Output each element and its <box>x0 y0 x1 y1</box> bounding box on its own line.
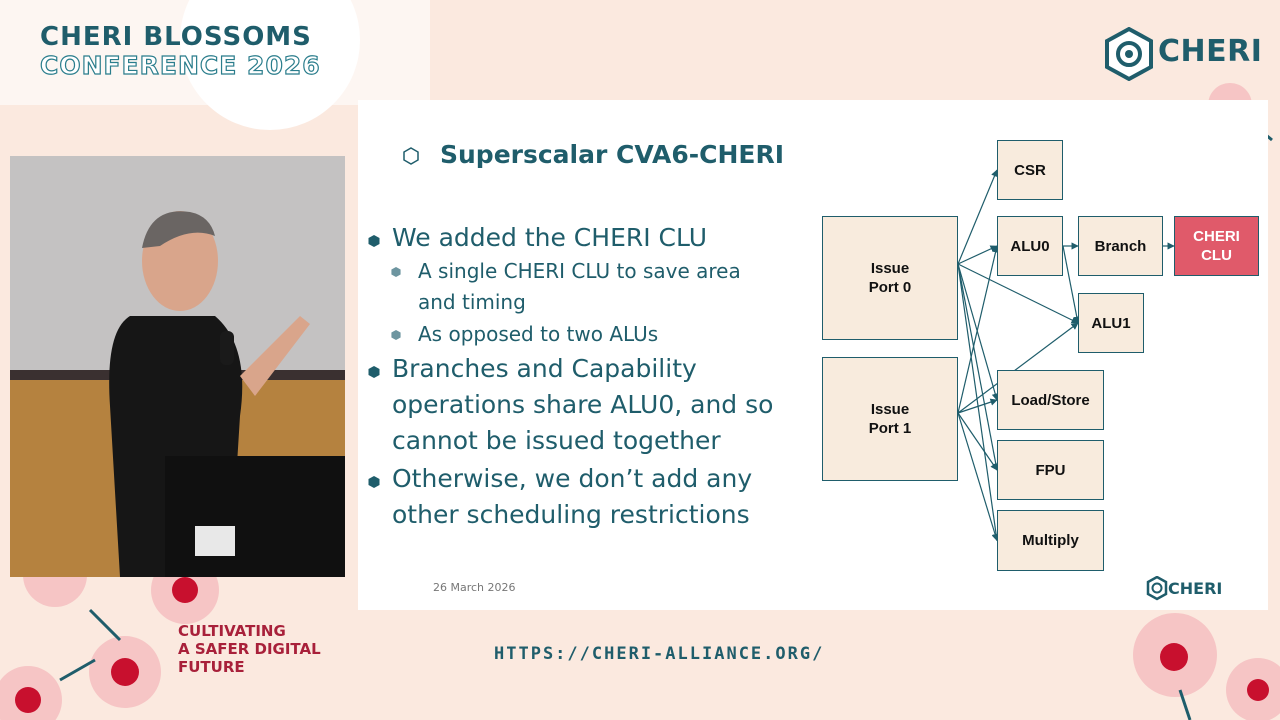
bullet-1b: As opposed to two ALUs <box>418 322 659 346</box>
speaker-video <box>10 156 345 577</box>
conference-title: CHERI BLOSSOMS <box>40 22 312 52</box>
diagram-node-port1: Issue Port 1 <box>822 357 958 481</box>
diagram-node-branch: Branch <box>1078 216 1163 276</box>
sub-bullet-icon <box>391 267 401 277</box>
conference-tagline: CULTIVATING A SAFER DIGITAL FUTURE <box>178 622 321 676</box>
bullet-1: We added the CHERI CLU <box>392 223 707 252</box>
diagram-node-alu0: ALU0 <box>997 216 1063 276</box>
diagram-node-csr: CSR <box>997 140 1063 200</box>
slide-date: 26 March 2026 <box>433 581 516 594</box>
bullet-icon <box>368 366 380 378</box>
diagram-node-port0: Issue Port 0 <box>822 216 958 340</box>
presentation-slide <box>358 100 1268 610</box>
sub-bullet-icon <box>391 330 401 340</box>
slide-title: Superscalar CVA6-CHERI <box>440 140 785 169</box>
diagram-node-alu1: ALU1 <box>1078 293 1144 353</box>
slide-footer-brand: CHERI <box>1168 579 1223 598</box>
hexagon-bullet-icon <box>403 147 419 165</box>
bullet-icon <box>368 235 380 247</box>
conference-url[interactable]: HTTPS://CHERI-ALLIANCE.ORG/ <box>494 644 825 664</box>
bullet-icon <box>368 476 380 488</box>
conference-subtitle: CONFERENCE 2026 <box>39 51 321 80</box>
diagram-node-ls: Load/Store <box>997 370 1104 430</box>
diagram-node-fpu: FPU <box>997 440 1104 500</box>
brand-name: CHERI <box>1158 34 1263 69</box>
diagram-node-mul: Multiply <box>997 510 1104 571</box>
diagram-node-clu: CHERI CLU <box>1174 216 1259 276</box>
cheri-small-logo-icon <box>1146 576 1168 601</box>
cheri-logo-icon <box>1105 27 1153 81</box>
